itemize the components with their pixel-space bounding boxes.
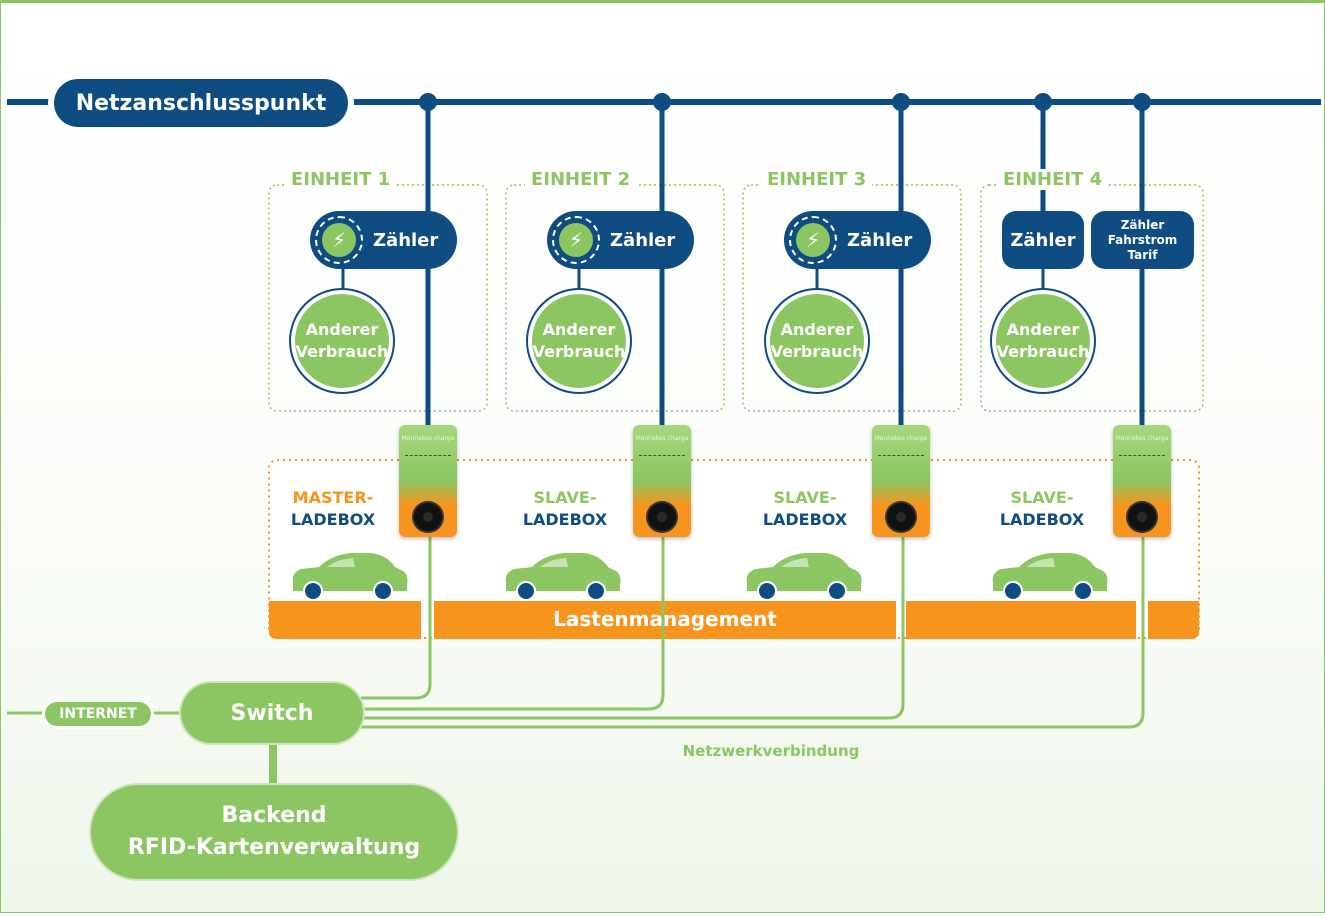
charger-3-label: SLAVE- LADEBOX: [759, 487, 851, 531]
consumer-line-1: Anderer: [780, 320, 854, 339]
charger-4-role: SLAVE-: [1010, 488, 1074, 507]
charger-brand-label: Mennekes charge: [401, 435, 455, 442]
charging-area-box: [268, 459, 1200, 639]
consumer-line-1: Anderer: [305, 320, 379, 339]
unit-1-meter: ⚡ Zähler: [310, 211, 457, 269]
charger-2-type: LADEBOX: [522, 510, 608, 529]
network-connection-label: Netzwerkverbindung: [682, 742, 860, 760]
unit-2-consumer: Anderer Verbrauch: [532, 294, 626, 388]
unit-1-meter-label: Zähler: [373, 229, 439, 251]
consumer-line-2: Verbrauch: [770, 342, 864, 361]
charger-3-device: Mennekes charge: [872, 425, 930, 537]
load-bar-main: [434, 601, 896, 639]
unit-3-meter-label: Zähler: [847, 229, 913, 251]
charger-2-role: SLAVE-: [533, 488, 597, 507]
grid-connection-label: Netzanschlusspunkt: [54, 79, 348, 127]
consumer-line-1: Anderer: [1006, 320, 1080, 339]
lightning-icon: ⚡: [789, 216, 837, 264]
consumer-line-2: Verbrauch: [532, 342, 626, 361]
charger-4-type: LADEBOX: [999, 510, 1085, 529]
charging-socket-icon: [887, 503, 915, 531]
charging-socket-icon: [648, 503, 676, 531]
load-bar-1: [269, 601, 421, 639]
ev-meter-line-2: Fahrstrom: [1107, 232, 1178, 247]
car-icons: [292, 553, 1108, 601]
backend-title: Backend: [221, 803, 327, 828]
unit-4-meter: Zähler: [1002, 211, 1084, 269]
load-management-label: Lastenmanagement: [553, 607, 777, 631]
unit-3-meter: ⚡ Zähler: [784, 211, 931, 269]
lightning-icon: ⚡: [315, 216, 363, 264]
charging-socket-icon: [414, 503, 442, 531]
charger-display: [405, 455, 451, 462]
charger-display: [639, 455, 685, 462]
charger-2-device: Mennekes charge: [633, 425, 691, 537]
unit-4-title: EINHEIT 4: [997, 169, 1109, 190]
charger-4-label: SLAVE- LADEBOX: [996, 487, 1088, 531]
backend-subtitle: RFID-Kartenverwaltung: [127, 835, 421, 860]
unit-1-title: EINHEIT 1: [285, 169, 397, 190]
load-bar-4: [1148, 601, 1199, 639]
charger-display: [878, 455, 924, 462]
charger-4-device: Mennekes charge: [1113, 425, 1171, 537]
charger-brand-label: Mennekes charge: [1115, 435, 1169, 442]
charging-socket-icon: [1128, 503, 1156, 531]
backend-box: Backend RFID-Kartenverwaltung: [91, 785, 457, 879]
unit-2-meter-label: Zähler: [610, 229, 676, 251]
charger-2-label: SLAVE- LADEBOX: [519, 487, 611, 531]
charger-brand-label: Mennekes charge: [874, 435, 928, 442]
unit-4-ev-meter: Zähler Fahrstrom Tarif: [1091, 211, 1194, 269]
internet-label: INTERNET: [45, 702, 151, 726]
charger-brand-label: Mennekes charge: [635, 435, 689, 442]
unit-4-consumer: Anderer Verbrauch: [996, 294, 1090, 388]
charger-3-role: SLAVE-: [773, 488, 837, 507]
consumer-line-1: Anderer: [542, 320, 616, 339]
charger-1-role: MASTER-: [292, 488, 374, 507]
ev-meter-line-3: Tarif: [1127, 247, 1158, 262]
charger-display: [1119, 455, 1165, 462]
consumer-line-2: Verbrauch: [996, 342, 1090, 361]
consumer-line-2: Verbrauch: [295, 342, 389, 361]
unit-1-consumer: Anderer Verbrauch: [295, 294, 389, 388]
charger-1-label: MASTER- LADEBOX: [287, 487, 379, 531]
unit-3-consumer: Anderer Verbrauch: [770, 294, 864, 388]
charger-3-type: LADEBOX: [762, 510, 848, 529]
unit-2-title: EINHEIT 2: [525, 169, 637, 190]
charger-1-device: Mennekes charge: [399, 425, 457, 537]
load-bar-3: [906, 601, 1136, 639]
unit-2-meter: ⚡ Zähler: [547, 211, 694, 269]
ev-meter-line-1: Zähler: [1120, 217, 1165, 232]
unit-3-title: EINHEIT 3: [761, 169, 873, 190]
network-switch: Switch: [181, 683, 363, 743]
lightning-icon: ⚡: [552, 216, 600, 264]
charger-1-type: LADEBOX: [290, 510, 376, 529]
